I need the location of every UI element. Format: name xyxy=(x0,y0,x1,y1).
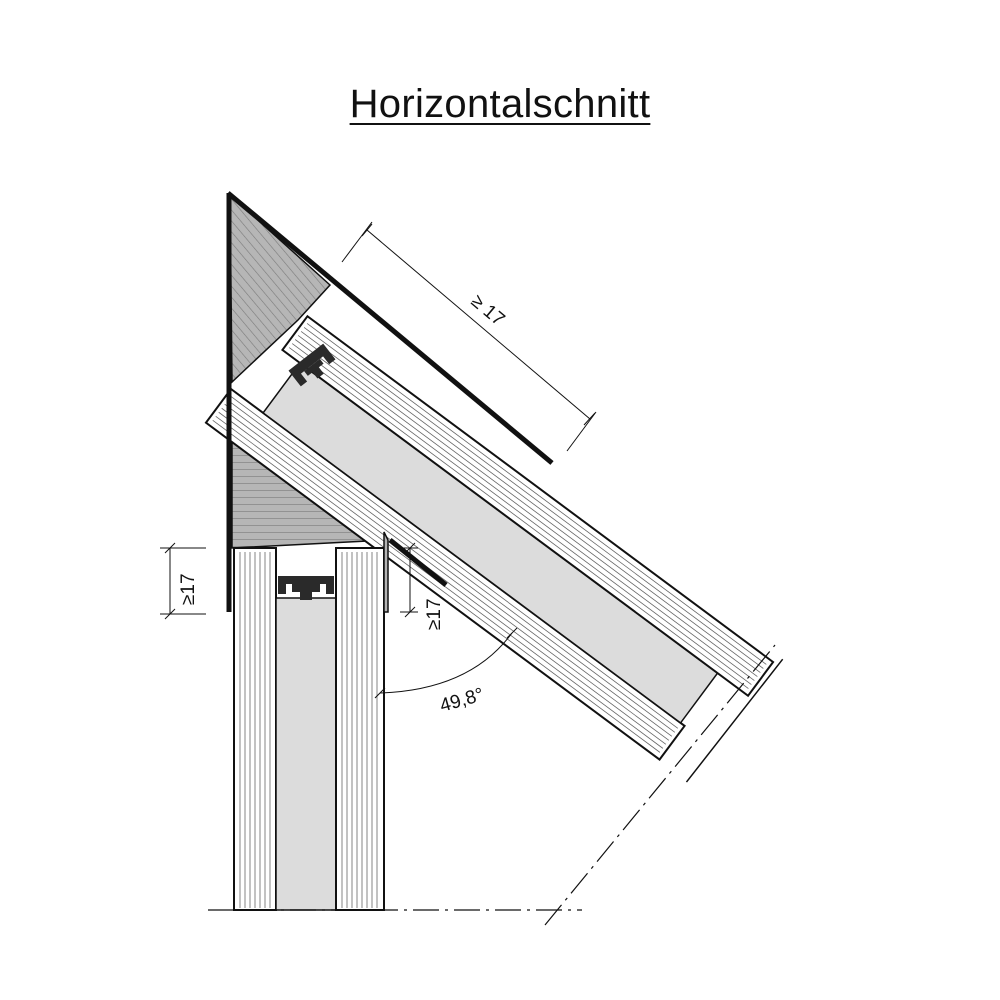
drawing-title: Horizontalschnitt xyxy=(349,82,651,126)
dimension-angle xyxy=(374,627,518,699)
dimension-diagonal-label: ≥ 17 xyxy=(467,291,509,331)
clamp-profile-icon xyxy=(288,343,336,387)
vertical-glass-cavity xyxy=(275,597,337,911)
diagonal-cover-strip xyxy=(226,191,554,465)
dimension-vertical-left xyxy=(160,542,206,620)
dimension-corner-offset xyxy=(400,542,418,618)
dimension-vertical-left-label: ≥17 xyxy=(178,573,199,605)
clamp-profile-icon xyxy=(278,576,334,600)
diagonal-outer-pane xyxy=(281,314,775,698)
dimension-angle-label: 49,8° xyxy=(438,684,487,716)
diagonal-inner-pane xyxy=(204,387,686,761)
diagonal-centre-line xyxy=(544,644,776,926)
dimension-corner-offset-label: ≥17 xyxy=(424,598,445,630)
vertical-corner-block xyxy=(383,531,389,613)
diagonal-cut-line xyxy=(685,658,784,783)
inner-corner-flashing xyxy=(388,538,448,587)
centre-lines xyxy=(208,644,776,926)
vertical-right-pane xyxy=(335,547,385,911)
diagonal-glass-unit xyxy=(204,314,784,783)
dimension-diagonal xyxy=(341,221,597,452)
